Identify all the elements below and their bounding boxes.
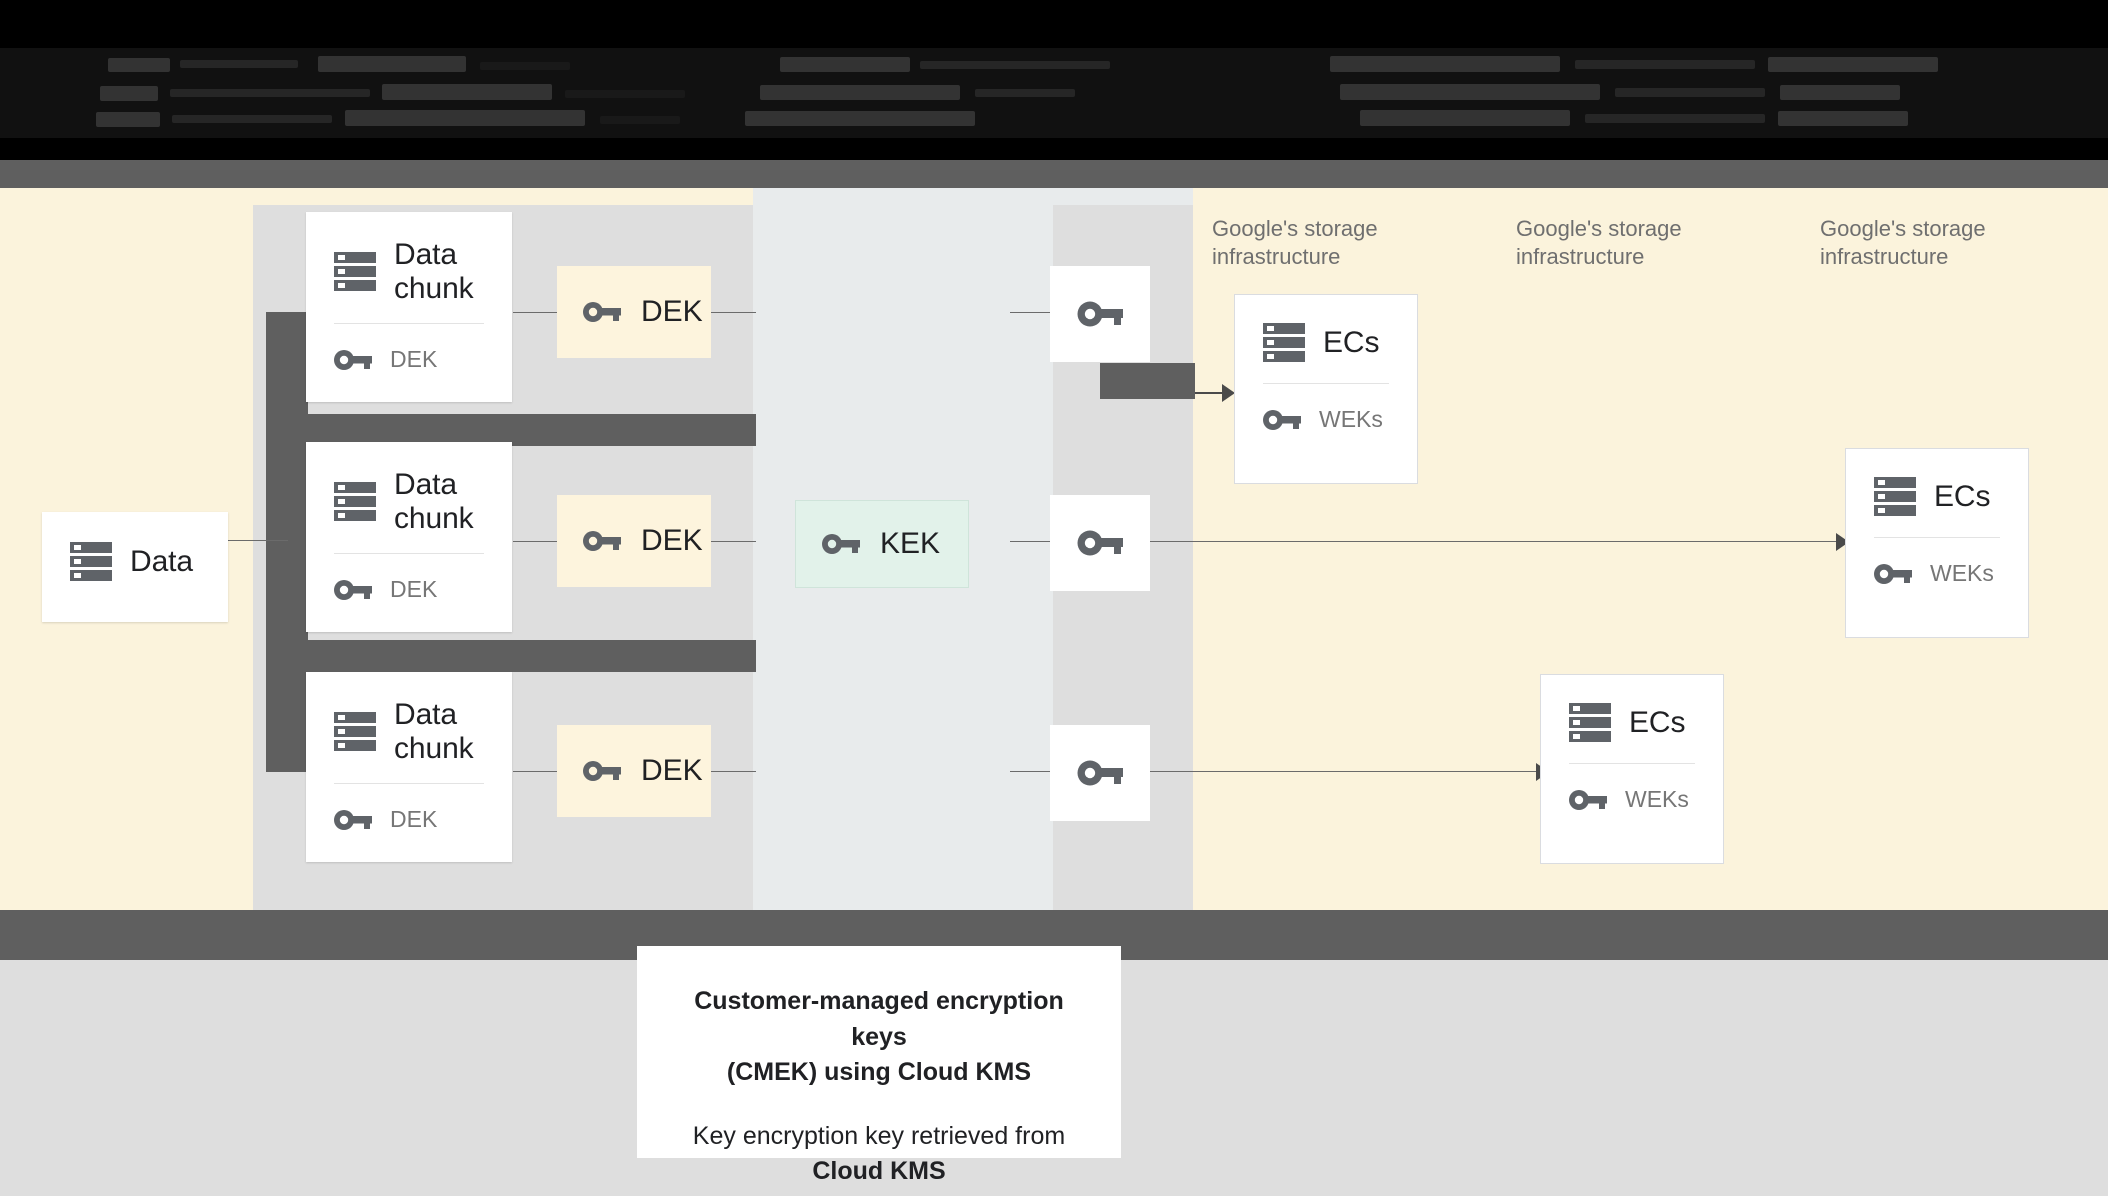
card-key-label: WEKs — [1625, 786, 1689, 812]
card-title: Data chunk — [394, 698, 474, 765]
server-icon — [1874, 475, 1916, 519]
card-data-chunk-1[interactable]: Data chunk DEK — [306, 212, 512, 402]
connector-kek-to-wek3 — [1010, 771, 1050, 772]
chip-dek-3[interactable]: DEK — [557, 725, 711, 817]
wrapped-key-box-2[interactable] — [1050, 495, 1150, 591]
key-icon — [334, 808, 372, 832]
card-key-label: DEK — [390, 346, 438, 373]
key-icon — [583, 529, 621, 553]
arrowhead-ec1 — [1222, 384, 1235, 402]
key-icon — [583, 759, 621, 783]
connector-dek1-out — [710, 312, 756, 313]
caption-title: Customer-managed encryption keys (CMEK) … — [671, 984, 1087, 1091]
key-icon — [1874, 562, 1912, 586]
key-icon — [1569, 788, 1607, 812]
chip-label: DEK — [641, 754, 703, 787]
connector-kek-to-wek2 — [1010, 541, 1050, 542]
key-icon — [822, 532, 860, 556]
card-title: ECs — [1629, 706, 1686, 740]
card-divider — [1263, 383, 1389, 384]
chunk-bracket-arm-1 — [266, 414, 756, 446]
chip-label: KEK — [880, 527, 941, 560]
chip-dek-2[interactable]: DEK — [557, 495, 711, 587]
caption-card: Customer-managed encryption keys (CMEK) … — [637, 946, 1121, 1185]
card-key-label: WEKs — [1319, 406, 1383, 432]
card-ecs-2[interactable]: ECs WEKs — [1845, 448, 2029, 638]
card-title: ECs — [1934, 480, 1991, 514]
card-ecs-1[interactable]: ECs WEKs — [1234, 294, 1418, 484]
key-icon — [334, 578, 372, 602]
card-divider — [334, 323, 484, 325]
obscured-text-region — [0, 48, 2108, 138]
server-icon — [1263, 321, 1305, 365]
connector-dek3-out — [710, 771, 756, 772]
connector-kek-to-wek1 — [1010, 312, 1050, 313]
key-icon — [1077, 528, 1123, 558]
chip-label: DEK — [641, 524, 703, 557]
wrapped-key-box-3[interactable] — [1050, 725, 1150, 821]
chunk-bracket-arm-2 — [266, 640, 756, 672]
wrapped-key-box-1[interactable] — [1050, 266, 1150, 362]
chunk-bracket-stem — [266, 312, 308, 772]
key-icon — [1077, 758, 1123, 788]
card-divider — [1874, 537, 2000, 538]
caption-sub-line1: Key encryption key retrieved from — [692, 1121, 1066, 1150]
caption-sub-line2: Cloud KMS — [812, 1157, 946, 1185]
caption-title-line1: Customer-managed encryption keys — [694, 987, 1064, 1051]
key-icon — [1263, 408, 1301, 432]
connector-wek2-to-ec2 — [1100, 541, 1840, 542]
connector-chunk1-to-dek — [513, 312, 557, 313]
connector-wek3-to-ec3 — [1100, 771, 1540, 772]
infra-label-3: Google's storage infrastructure — [1820, 216, 1986, 269]
card-key-label: DEK — [390, 576, 438, 603]
card-divider — [1569, 763, 1695, 764]
chip-label: DEK — [641, 295, 703, 328]
caption-subtitle: Key encryption key retrieved from Cloud … — [671, 1119, 1087, 1190]
chip-kek[interactable]: KEK — [795, 500, 969, 588]
server-icon — [334, 710, 376, 754]
connector-dek2-out — [710, 541, 756, 542]
chip-dek-1[interactable]: DEK — [557, 266, 711, 358]
server-icon — [70, 540, 112, 584]
header-divider-bar — [0, 160, 2108, 188]
card-title: Data chunk — [394, 468, 474, 535]
connector-data-to-chunks — [228, 540, 288, 541]
card-title: Data — [130, 545, 193, 579]
server-icon — [1569, 701, 1611, 745]
card-title: ECs — [1323, 326, 1380, 360]
card-key-label: DEK — [390, 806, 438, 833]
card-key-label: WEKs — [1930, 560, 1994, 586]
card-data-chunk-2[interactable]: Data chunk DEK — [306, 442, 512, 632]
card-divider — [334, 553, 484, 555]
connector-chunk3-to-dek — [513, 771, 557, 772]
card-divider — [334, 783, 484, 785]
key-icon — [583, 300, 621, 324]
server-icon — [334, 480, 376, 524]
card-data[interactable]: Data — [42, 512, 228, 622]
connector-chunk2-to-dek — [513, 541, 557, 542]
key-icon — [1077, 299, 1123, 329]
infra-label-1: Google's storage infrastructure — [1212, 216, 1378, 269]
key-icon — [334, 348, 372, 372]
top-banner — [0, 0, 2108, 160]
card-title: Data chunk — [394, 238, 474, 305]
server-icon — [334, 250, 376, 294]
infra-label-2: Google's storage infrastructure — [1516, 216, 1682, 269]
card-ecs-3[interactable]: ECs WEKs — [1540, 674, 1724, 864]
occlusion-block — [1100, 363, 1195, 399]
caption-title-line2: (CMEK) using Cloud KMS — [726, 1058, 1032, 1086]
card-data-chunk-3[interactable]: Data chunk DEK — [306, 672, 512, 862]
